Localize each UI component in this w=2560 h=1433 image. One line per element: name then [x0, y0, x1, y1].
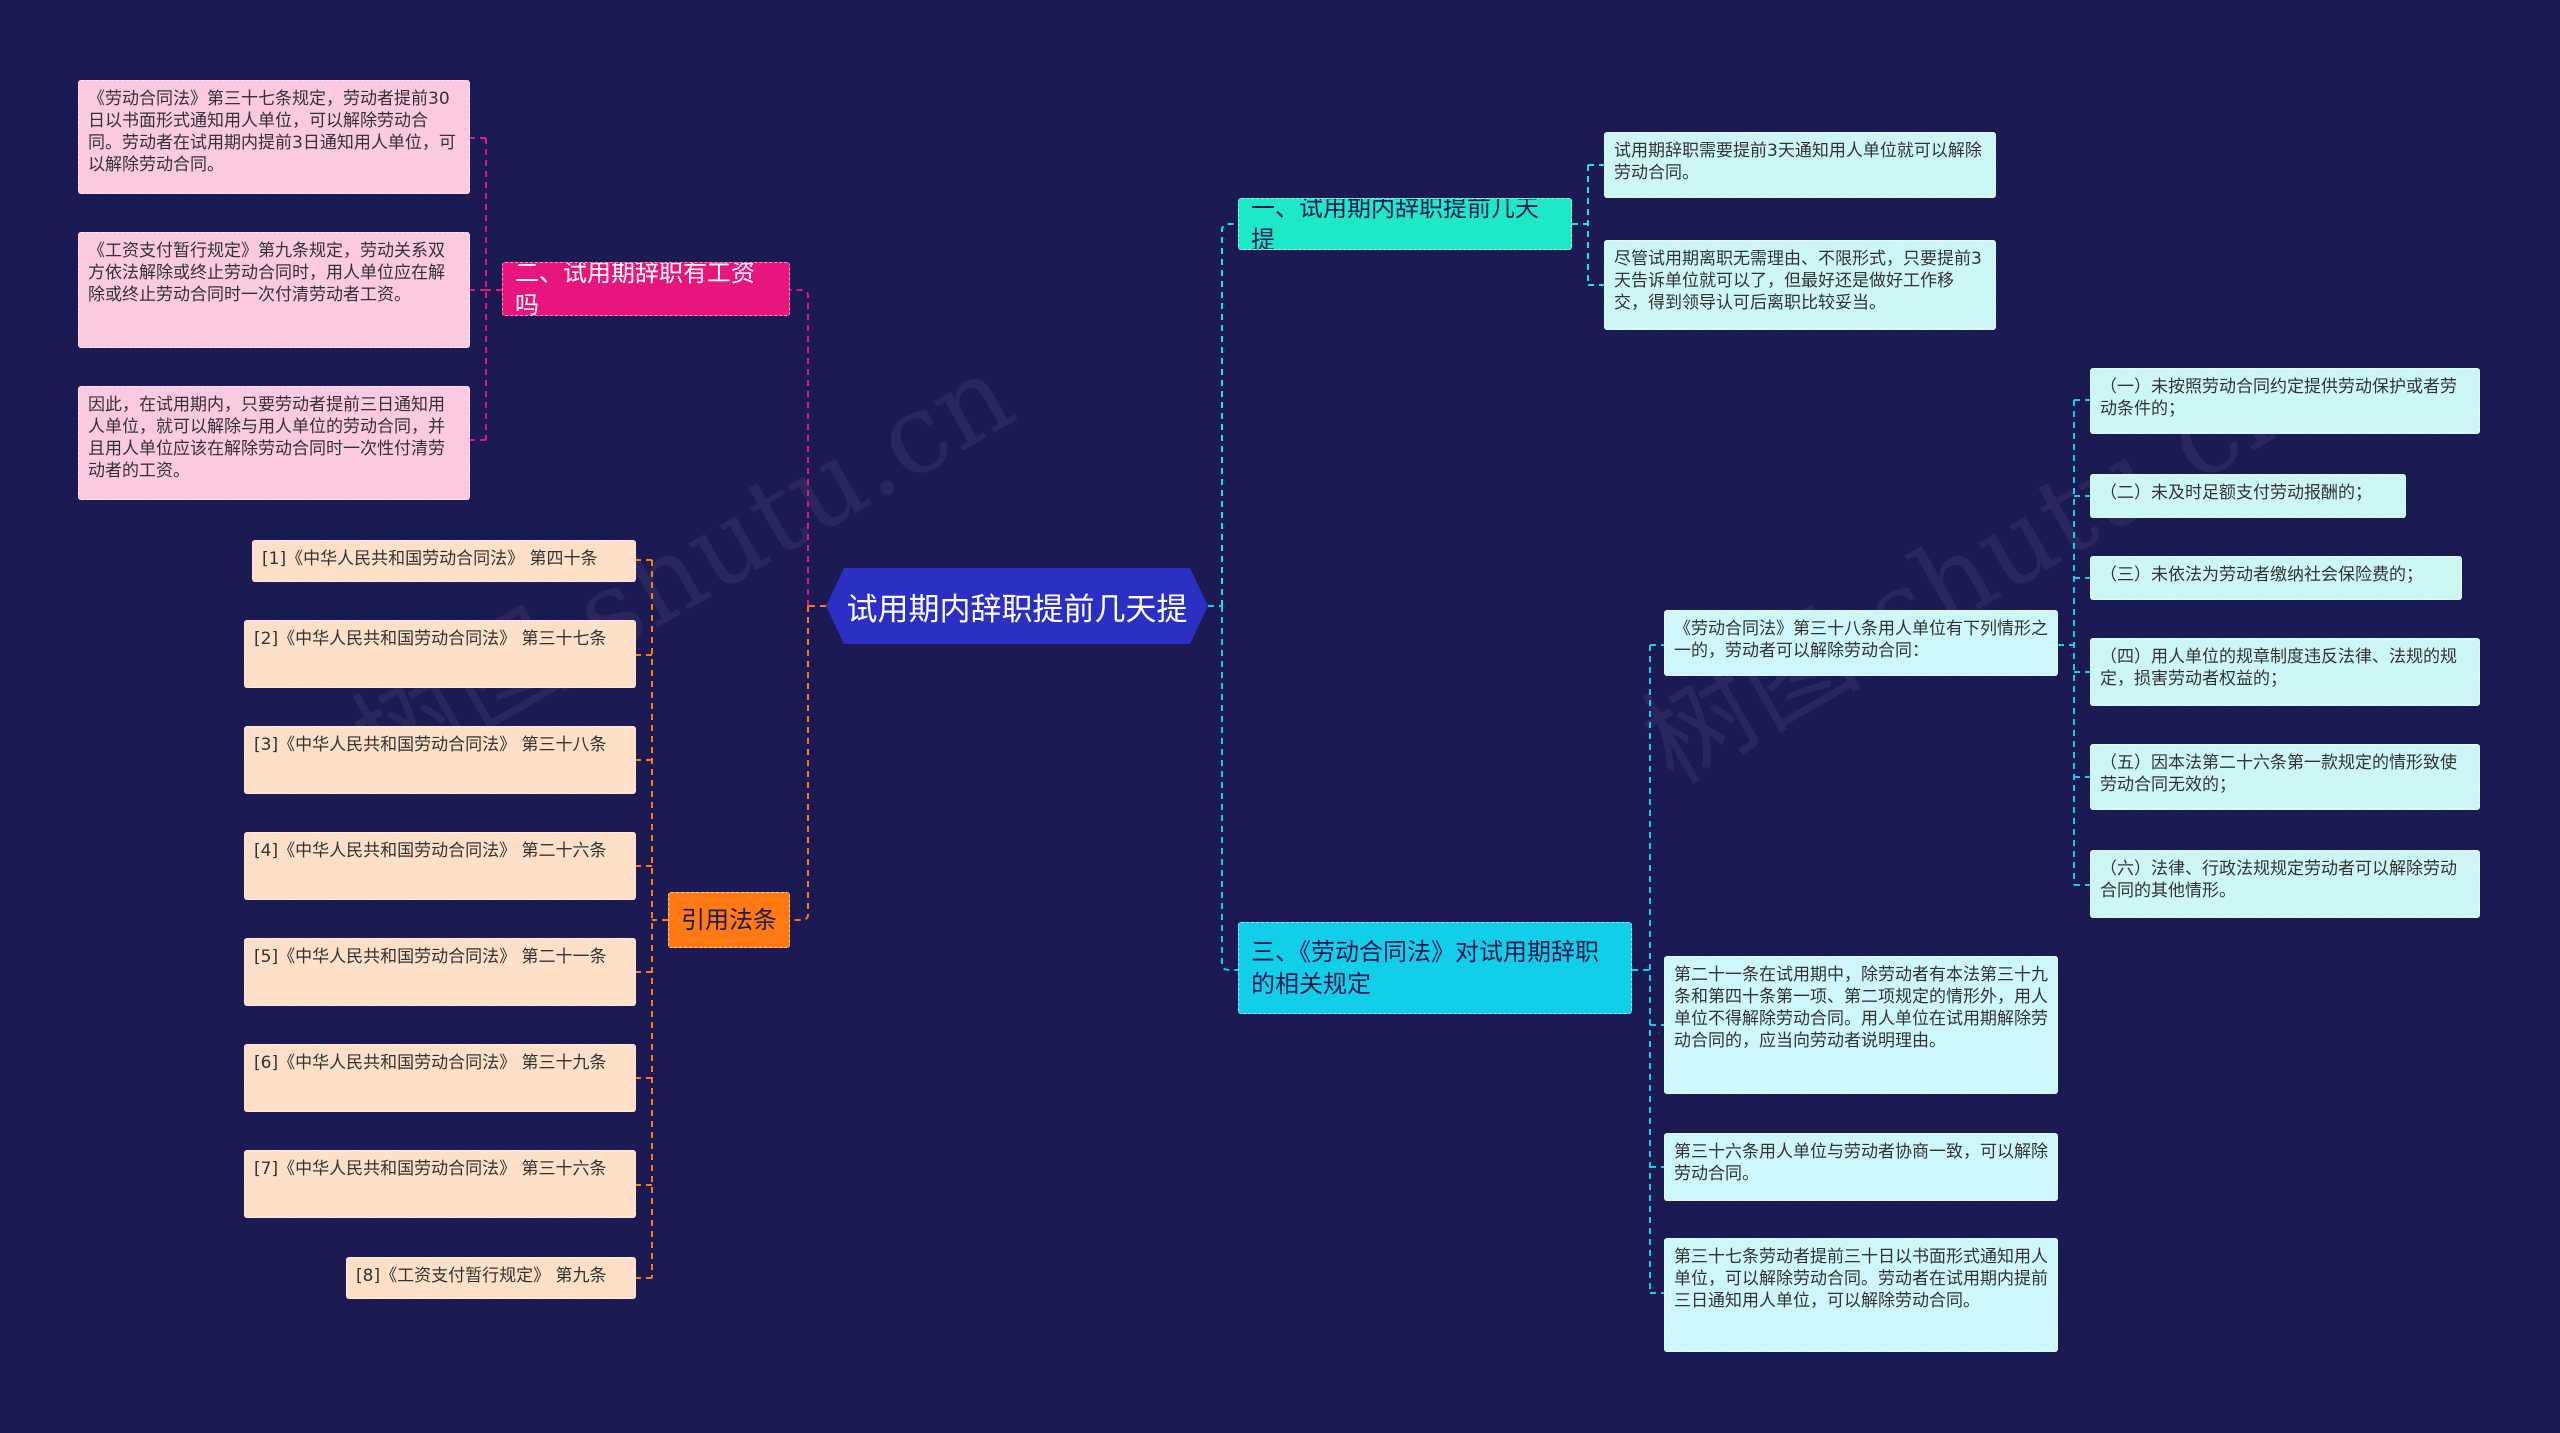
cited-law-item[interactable]: [6]《中华人民共和国劳动合同法》 第三十九条 — [244, 1044, 636, 1112]
branch-salary[interactable]: 二、试用期辞职有工资吗 — [502, 262, 790, 316]
notice-period-item[interactable]: 试用期辞职需要提前3天通知用人单位就可以解除劳动合同。 — [1604, 132, 1996, 198]
article-36-item[interactable]: 第三十六条用人单位与劳动者协商一致，可以解除劳动合同。 — [1664, 1133, 2058, 1201]
cited-law-item[interactable]: [2]《中华人民共和国劳动合同法》 第三十七条 — [244, 620, 636, 688]
article-38-condition[interactable]: （一）未按照劳动合同约定提供劳动保护或者劳动条件的； — [2090, 368, 2480, 434]
article-37-item[interactable]: 第三十七条劳动者提前三十日以书面形式通知用人单位，可以解除劳动合同。劳动者在试用… — [1664, 1238, 2058, 1352]
article-38-condition[interactable]: （五）因本法第二十六条第一款规定的情形致使劳动合同无效的； — [2090, 744, 2480, 810]
article-38-condition[interactable]: （六）法律、行政法规规定劳动者可以解除劳动合同的其他情形。 — [2090, 850, 2480, 918]
salary-item[interactable]: 因此，在试用期内，只要劳动者提前三日通知用人单位，就可以解除与用人单位的劳动合同… — [78, 386, 470, 500]
article-38-condition[interactable]: （四）用人单位的规章制度违反法律、法规的规定，损害劳动者权益的； — [2090, 638, 2480, 706]
salary-item[interactable]: 《劳动合同法》第三十七条规定，劳动者提前30日以书面形式通知用人单位，可以解除劳… — [78, 80, 470, 194]
cited-law-item[interactable]: [1]《中华人民共和国劳动合同法》 第四十条 — [252, 540, 636, 582]
notice-period-item[interactable]: 尽管试用期离职无需理由、不限形式，只要提前3天告诉单位就可以了，但最好还是做好工… — [1604, 240, 1996, 330]
branch-cited-laws[interactable]: 引用法条 — [668, 892, 790, 948]
salary-item[interactable]: 《工资支付暂行规定》第九条规定，劳动关系双方依法解除或终止劳动合同时，用人单位应… — [78, 232, 470, 348]
branch-notice-period[interactable]: 一、试用期内辞职提前几天提 — [1238, 198, 1572, 250]
cited-law-item[interactable]: [4]《中华人民共和国劳动合同法》 第二十六条 — [244, 832, 636, 900]
cited-law-item[interactable]: [8]《工资支付暂行规定》 第九条 — [346, 1257, 636, 1299]
cited-law-item[interactable]: [5]《中华人民共和国劳动合同法》 第二十一条 — [244, 938, 636, 1006]
article-38-condition[interactable]: （三）未依法为劳动者缴纳社会保险费的； — [2090, 556, 2462, 600]
root-topic[interactable]: 试用期内辞职提前几天提 — [826, 568, 1208, 644]
cited-law-item[interactable]: [7]《中华人民共和国劳动合同法》 第三十六条 — [244, 1150, 636, 1218]
article-21-item[interactable]: 第二十一条在试用期中，除劳动者有本法第三十九条和第四十条第一项、第二项规定的情形… — [1664, 956, 2058, 1094]
article-38-item[interactable]: 《劳动合同法》第三十八条用人单位有下列情形之一的，劳动者可以解除劳动合同： — [1664, 610, 2058, 676]
cited-law-item[interactable]: [3]《中华人民共和国劳动合同法》 第三十八条 — [244, 726, 636, 794]
article-38-condition[interactable]: （二）未及时足额支付劳动报酬的； — [2090, 474, 2406, 518]
branch-law-provisions[interactable]: 三、《劳动合同法》对试用期辞职的相关规定 — [1238, 922, 1632, 1014]
